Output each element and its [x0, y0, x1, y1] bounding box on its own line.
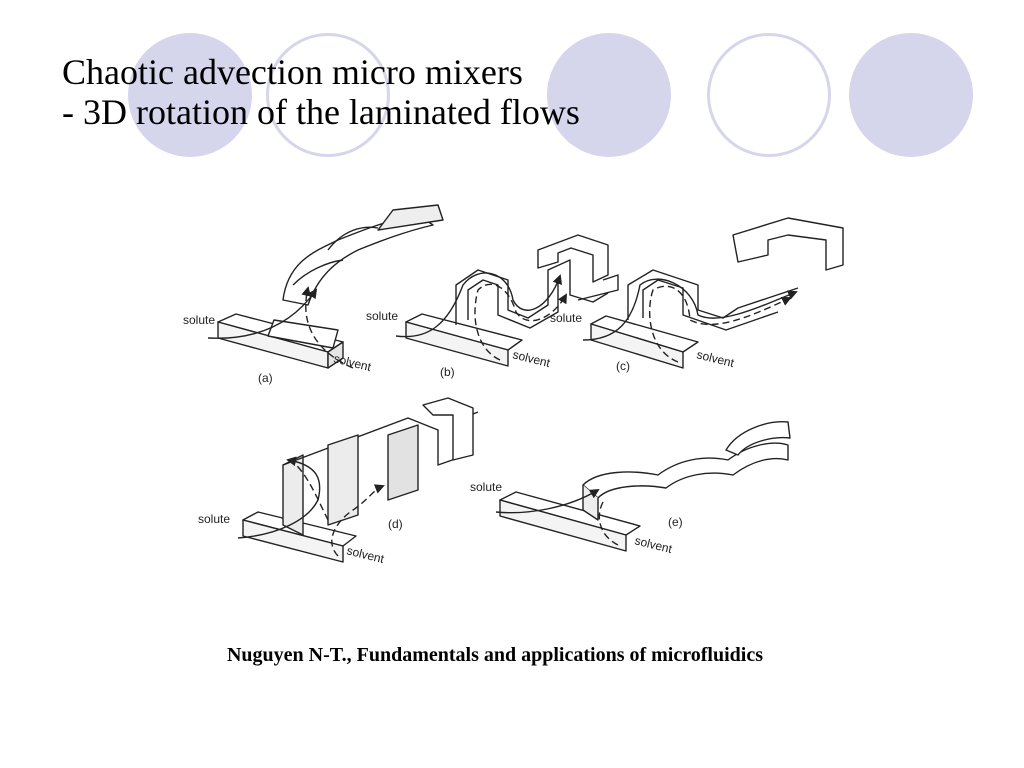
panel-c-solvent-label: solvent: [695, 347, 736, 370]
slide-title: Chaotic advection micro mixers - 3D rota…: [62, 52, 580, 132]
panel-e: [495, 421, 791, 552]
panel-c: [582, 217, 844, 369]
panel-b-solvent-label: solvent: [511, 347, 552, 370]
panel-d-solute-label: solute: [198, 512, 230, 526]
panel-d-label: (d): [388, 517, 403, 531]
panel-a-solvent-label: solvent: [332, 351, 373, 374]
panel-a-solute-label: solute: [183, 313, 215, 327]
citation-caption: Nuguyen N-T., Fundamentals and applicati…: [226, 644, 763, 666]
panel-b: [395, 234, 619, 367]
panel-e-solute-label: solute: [470, 480, 502, 494]
decor-circle-4: [707, 33, 831, 157]
slide-title-line-1: Chaotic advection micro mixers: [62, 52, 523, 92]
decor-circle-1: [128, 33, 252, 157]
panel-b-solute-label: solute: [366, 309, 398, 323]
decor-circle-2: [266, 33, 390, 157]
panel-d-solvent-label: solvent: [345, 543, 386, 566]
slide-title-line-2: - 3D rotation of the laminated flows: [62, 92, 580, 132]
panel-b-label: (b): [440, 365, 455, 379]
panel-d: [237, 397, 479, 563]
decor-circle-3: [547, 33, 671, 157]
panel-c-solute-label: solute: [550, 311, 582, 325]
panel-a-label: (a): [258, 371, 273, 385]
panel-c-label: (c): [616, 359, 630, 373]
panel-a: [207, 204, 444, 369]
panel-e-label: (e): [668, 515, 683, 529]
decor-circle-5: [849, 33, 973, 157]
micromixer-figure: solute solvent (a) solute solvent (b) so…: [183, 204, 844, 566]
panel-e-solvent-label: solvent: [633, 533, 674, 556]
